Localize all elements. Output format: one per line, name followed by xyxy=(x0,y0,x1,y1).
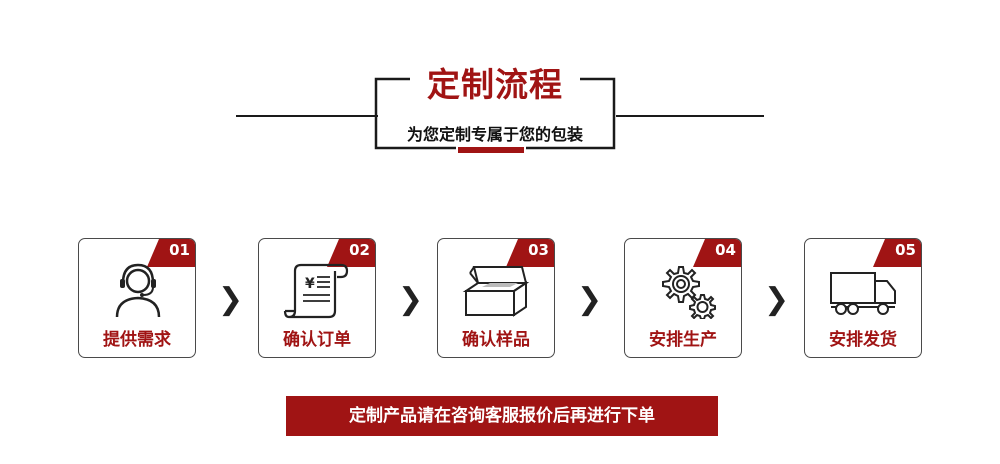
step-number: 02 xyxy=(349,241,370,259)
step-label: 确认样品 xyxy=(462,330,530,350)
step-number-corner xyxy=(147,239,195,267)
step-label: 安排发货 xyxy=(829,330,897,350)
page-subtitle: 为您定制专属于您的包装 xyxy=(406,125,583,144)
invoice-scroll-icon: ¥ xyxy=(283,263,349,319)
step-number: 01 xyxy=(169,241,190,259)
step-number: 03 xyxy=(528,241,549,259)
step-arrow-4: ❯ xyxy=(764,282,790,317)
truck-icon xyxy=(830,272,896,315)
step-arrow-2: ❯ xyxy=(398,282,424,317)
header-divider-right xyxy=(616,115,764,117)
step-number-corner xyxy=(693,239,741,267)
step-number-corner xyxy=(873,239,921,267)
open-box-icon xyxy=(462,266,530,317)
step-number-corner xyxy=(506,239,554,267)
step-label: 安排生产 xyxy=(649,330,717,350)
subtitle-accent-bar xyxy=(458,147,524,153)
step-card-5: 05 安排发货 xyxy=(804,238,922,358)
step-label: 提供需求 xyxy=(103,330,171,350)
step-card-1: 01 提供需求 xyxy=(78,238,196,358)
footer-notice-banner: 定制产品请在咨询客服报价后再进行下单 xyxy=(286,396,718,436)
step-arrow-3: ❯ xyxy=(577,282,603,317)
header-divider-left xyxy=(236,115,378,117)
page-title: 定制流程 xyxy=(427,65,563,104)
step-card-3: 03 确认样品 xyxy=(437,238,555,358)
step-arrow-1: ❯ xyxy=(218,282,244,317)
gears-icon xyxy=(662,266,716,319)
step-label: 确认订单 xyxy=(283,330,351,350)
headset-icon xyxy=(115,263,161,318)
step-number: 05 xyxy=(895,241,916,259)
step-card-4: 04 安排生产 xyxy=(624,238,742,358)
step-card-2: 02 ¥ 确认订单 xyxy=(258,238,376,358)
step-number: 04 xyxy=(715,241,736,259)
title-bracket-frame xyxy=(374,77,616,150)
svg-text:¥: ¥ xyxy=(305,276,315,292)
step-number-corner xyxy=(327,239,375,267)
